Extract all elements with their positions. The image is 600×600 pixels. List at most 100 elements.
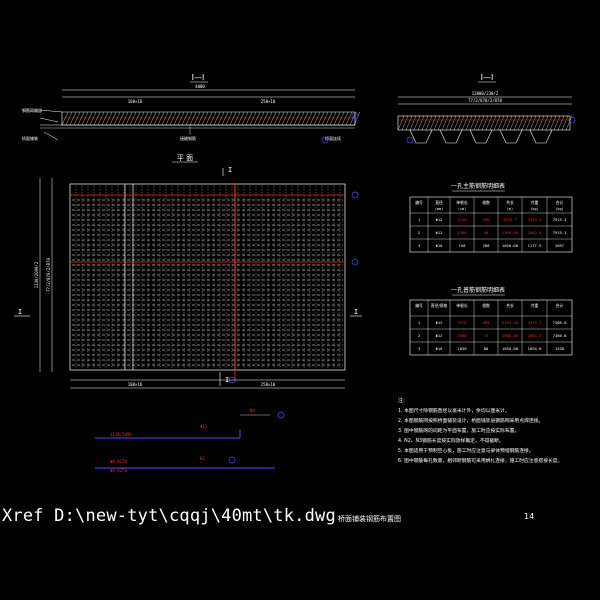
table-cell: 7915.3 (553, 230, 567, 235)
table-cell: Φ12 (436, 230, 443, 235)
table-header-cell: 合计 (556, 200, 564, 205)
table-cell: 1 (418, 320, 421, 325)
svg-text:桥面连续: 桥面连续 (325, 135, 341, 141)
table-cell: 3 (418, 346, 420, 351)
table-cell: 1 (418, 217, 421, 222)
table-cell: 7386.8 (553, 333, 567, 338)
table-cell: 1050.00 (502, 243, 519, 248)
table-cell: 1538 (555, 346, 565, 351)
note-line: 4. N2、N3钢筋长度按实际放样确定，不得截断。 (398, 437, 504, 444)
table-cell: 80 (484, 346, 489, 351)
note-line: 5. 本图适用于预制空心板，施工时应注意与梁体预埋钢筋连接。 (398, 447, 534, 454)
table-cell: 4375.7 (503, 217, 517, 222)
table-cell: Φ12 (436, 217, 443, 222)
table-cell: 2 (418, 333, 420, 338)
table-cell: 7578 (457, 320, 467, 325)
table-cell: 4375.7 (528, 217, 542, 222)
table-cell: Φ12 (436, 333, 443, 338)
note-line: 3. 图中钢筋网的间距为平面布置，施工时应按实际布置。 (398, 427, 519, 434)
table-cell: 1177.5 (528, 243, 542, 248)
table-cell: 2300 (457, 230, 467, 235)
table-unit-cell: (kg) (555, 207, 563, 211)
table-cell: 1118 (457, 217, 467, 222)
table-unit-cell: (cm) (458, 207, 466, 211)
svg-text:1130/2090: 1130/2090 (110, 432, 132, 437)
table-header-cell: 根数 (482, 200, 490, 205)
table-header-cell: 编号 (415, 303, 423, 308)
svg-text:Φ8-8270: Φ8-8270 (110, 468, 127, 473)
section-1-title: I—I (192, 73, 205, 82)
table-header-cell: 编号 (415, 200, 423, 205)
table-cell: 2042.0 (528, 230, 542, 235)
plan-side-left: I (18, 308, 22, 316)
plan-side-right: I (354, 308, 358, 316)
section-2-title: I—I (481, 73, 494, 82)
table-cell: 4000 (457, 333, 467, 338)
table-header-cell: 共重 (531, 200, 539, 205)
page-number: 14 (524, 512, 535, 521)
table-cell: 6754.30 (502, 320, 519, 325)
note-line: 6. 图中钢筋每孔数量，相邻跨钢筋可采用绑扎连接，施工时应注意搭接长度。 (398, 457, 562, 464)
section-1-dim-left: 180×16 (128, 99, 143, 104)
table-unit-cell: (m) (507, 207, 513, 211)
table-cell: 7915.3 (553, 217, 567, 222)
table-unit-cell: (kg) (530, 207, 538, 211)
section-2: I—I 12000/230/2 77/2/870/2/870 (397, 73, 576, 144)
note-line: 1. 本图尺寸除钢筋直径以毫米计外，余均以厘米计。 (398, 407, 510, 414)
plan-dim-bottom-left: 180×16 (128, 382, 143, 387)
svg-text:N2: N2 (200, 456, 205, 461)
table-cell: 3000.00 (502, 333, 519, 338)
table-cell: 1030 (457, 346, 467, 351)
svg-text:Φ12: Φ12 (200, 424, 208, 429)
table-cell: 1050.00 (502, 346, 519, 351)
table-cell: Φ10 (436, 243, 444, 248)
table-cell: 1097 (555, 243, 564, 248)
svg-text:Φ8-8270: Φ8-8270 (110, 459, 127, 464)
table-cell: 75 (484, 333, 489, 338)
rebar-details: 1130/2090 Φ12 N4 Φ8-8270 Φ8-8270 N2 (95, 408, 285, 473)
table-header-cell: 合计 (556, 303, 564, 308)
table-cell: Φ10 (436, 346, 444, 351)
section-2-dim-a: 12000/230/2 (472, 91, 499, 96)
plan-dim-left: 1130/2090/2 (34, 261, 39, 288)
section-1-dim-total: 4000 (195, 84, 205, 89)
drawing-title: 桥面铺装钢筋布置图 (338, 515, 401, 523)
table-cell: 2300.00 (502, 230, 519, 235)
table-1-title: 一孔主筋钢筋明细表 (451, 182, 505, 190)
table-cell: 1094.0 (528, 346, 542, 351)
section-2-dim-b: 77/2/870/2/870 (468, 98, 502, 103)
table-unit-cell: (mm) (435, 207, 443, 211)
xref-path: Xref D:\new-tyt\cqqj\40mt\tk.dwg (2, 506, 336, 526)
table-header-cell: 根数 (482, 303, 490, 308)
table-header-cell: 共长 (506, 200, 514, 205)
table-cell: 700 (483, 243, 491, 248)
table-header-cell: 直径 (435, 200, 443, 205)
svg-text:钢筋网端部: 钢筋网端部 (22, 107, 42, 113)
section-1: I—I 4000 180×16 250×10 钢筋网端部 桥面铺装 接缝钢筋 桥… (22, 73, 361, 144)
svg-text:桥面铺装: 桥面铺装 (22, 135, 38, 141)
table-cell: 490 (483, 217, 491, 222)
plan-view: 平 面 I I I I 1130/2090/2 77/2/870/2/870 1… (14, 154, 362, 389)
note-line: 2. 本图钢筋网按照桥面铺装设计，桥面铺装层钢筋网采用点焊连接。 (398, 417, 543, 424)
plan-title: 平 面 (177, 154, 193, 162)
table-cell: 150 (459, 243, 467, 248)
table-header-cell: 共长 (506, 303, 514, 308)
table-header-cell: 单根长 (456, 303, 468, 308)
table-cell: 40 (484, 230, 489, 235)
svg-text:N4: N4 (250, 408, 255, 413)
table-header-cell: 直径/规格 (431, 303, 448, 308)
plan-dim-left2: 77/2/870/2/870 (46, 258, 51, 292)
table-cell: 2664.0 (528, 333, 542, 338)
plan-dim-bottom-right: 250×10 (261, 382, 276, 387)
notes: 注: 1. 本图尺寸除钢筋直径以毫米计外，余均以厘米计。 2. 本图钢筋网按照桥面… (398, 397, 562, 464)
table-2-title: 一孔普筋钢筋明细表 (451, 286, 505, 294)
plan-cut-top: I (228, 166, 232, 174)
notes-title: 注: (398, 397, 405, 404)
table-cell: 4375.7 (528, 320, 542, 325)
table-cell: 2 (418, 230, 420, 235)
table-cell: 3 (418, 243, 420, 248)
section-1-dim-right: 250×10 (261, 99, 276, 104)
table-header-cell: 共重 (531, 303, 539, 308)
table-cell: Φ12 (436, 320, 443, 325)
